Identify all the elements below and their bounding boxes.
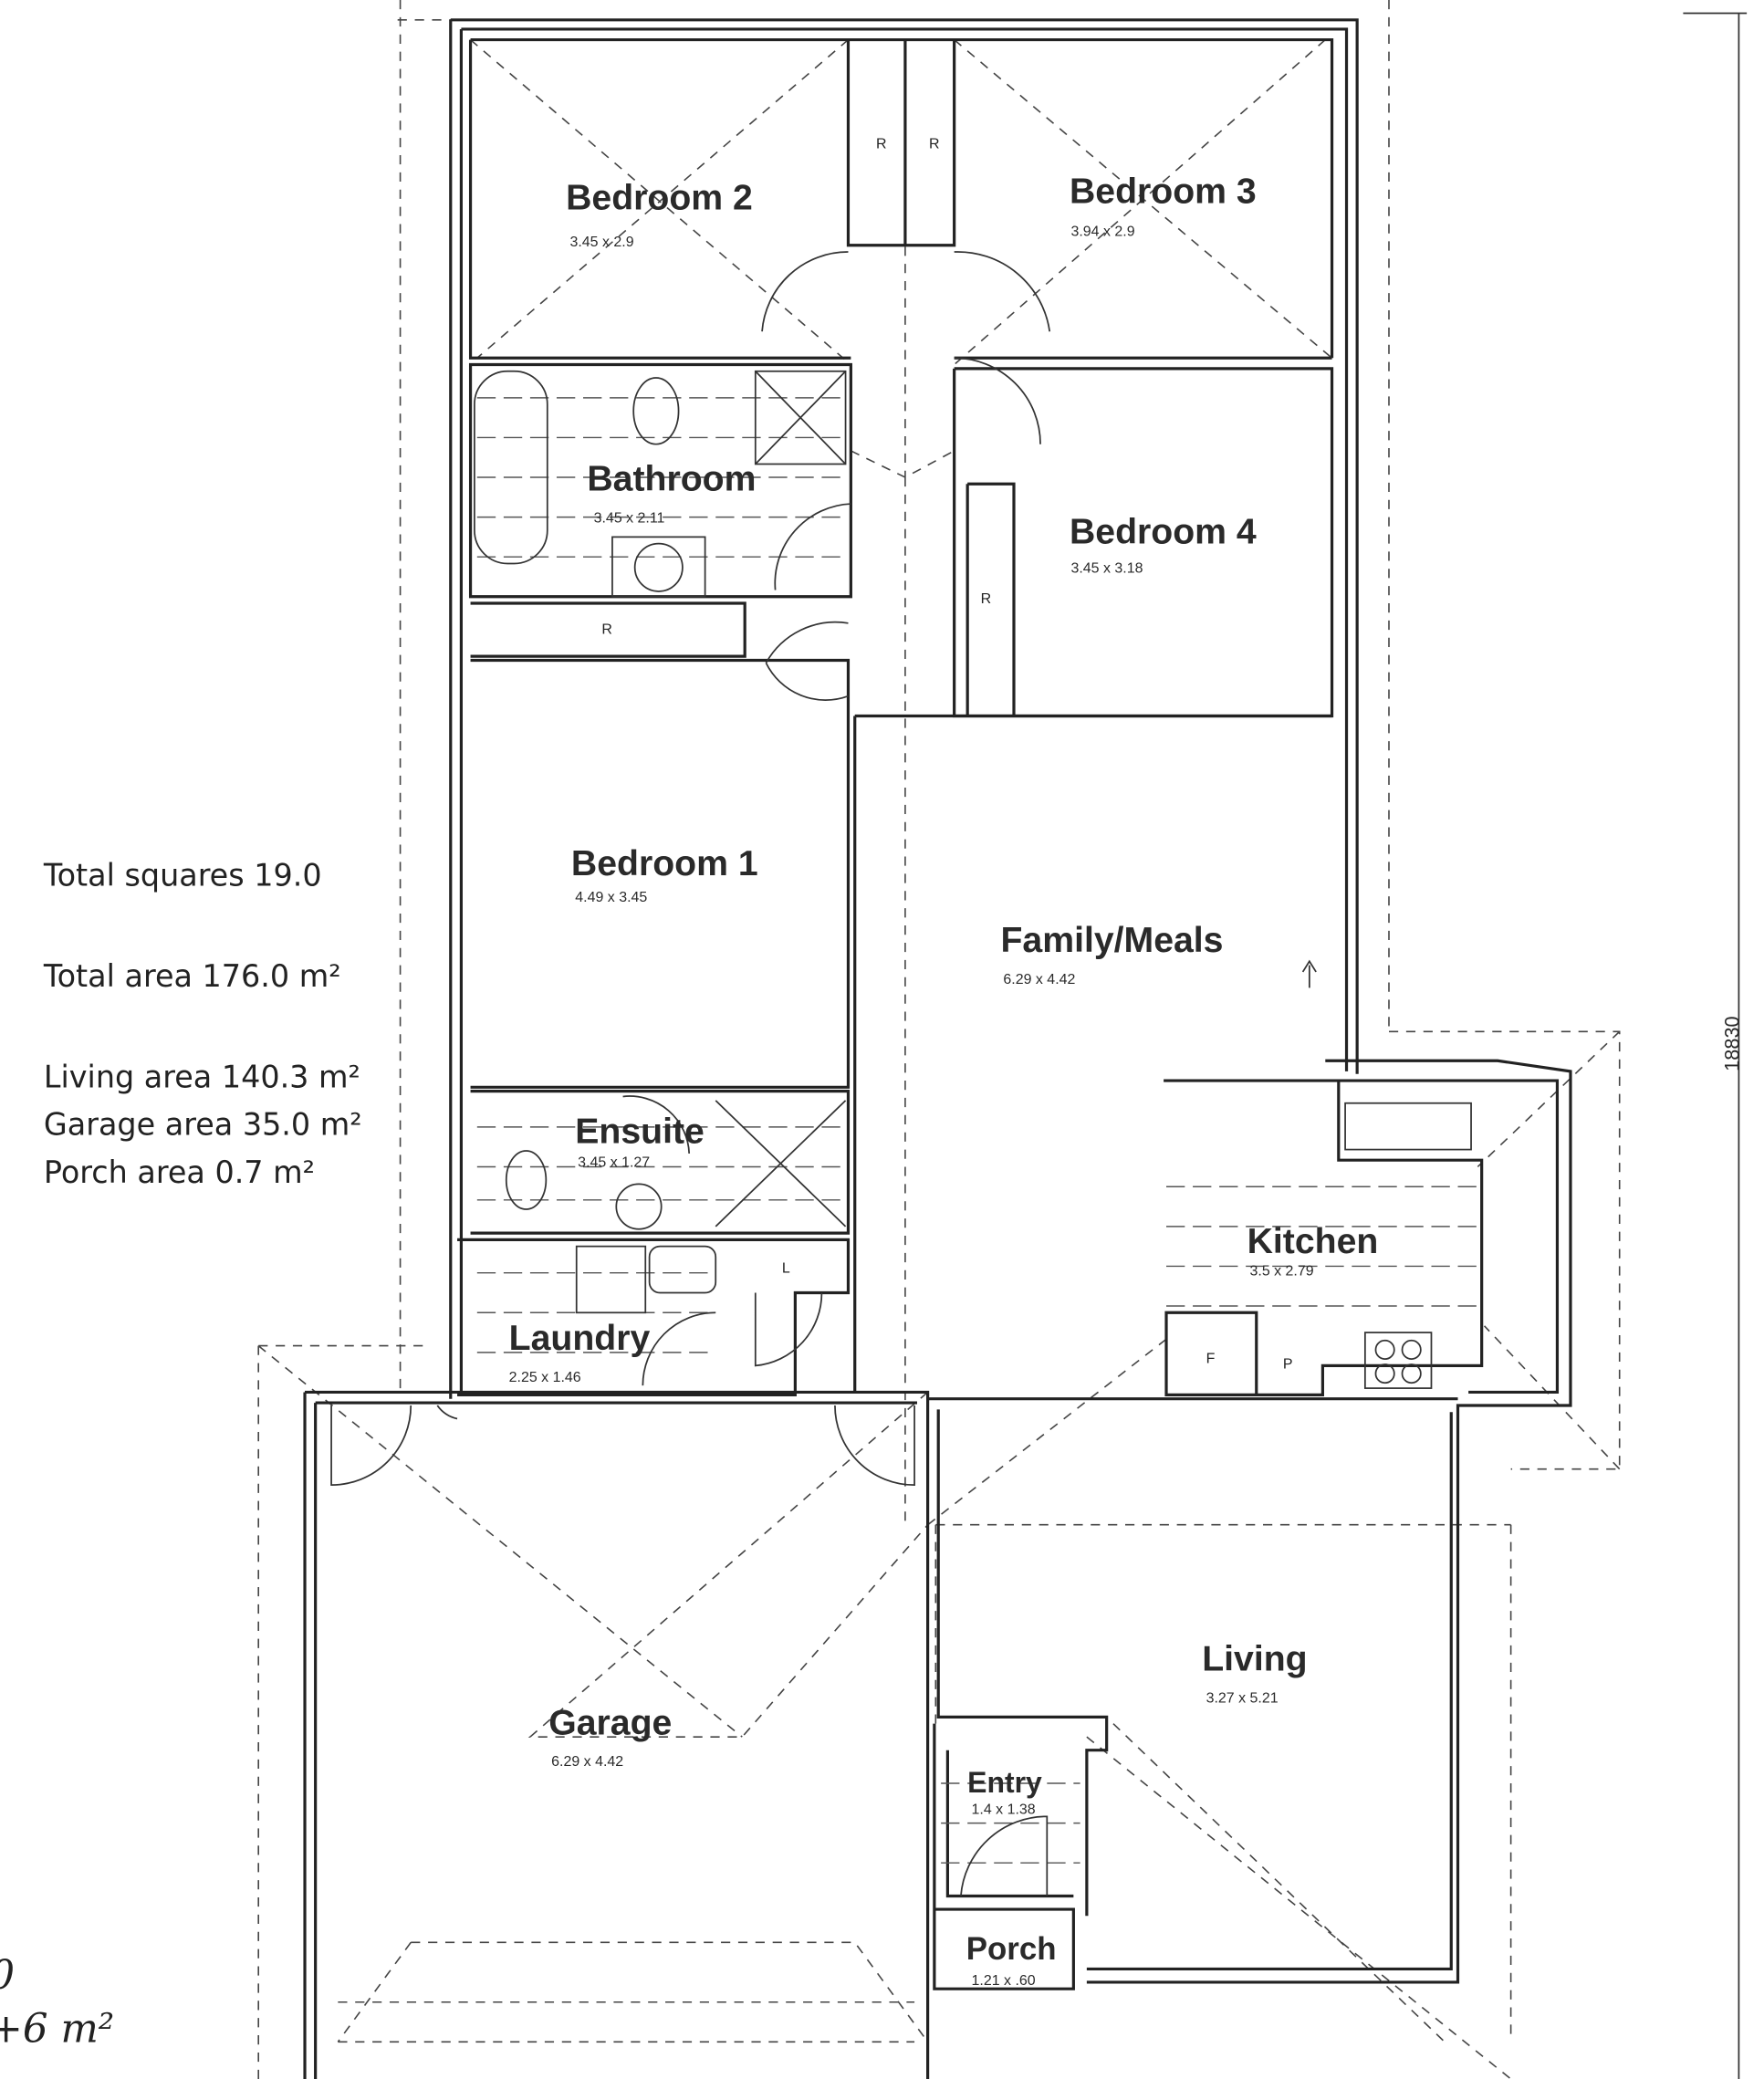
- room-name-bedroom-1: Bedroom 1: [571, 844, 758, 883]
- room-name-garage: Garage: [548, 1703, 672, 1742]
- room-size-family-meals: 6.29 x 4.42: [1003, 972, 1075, 987]
- fixtures: [330, 251, 1472, 1896]
- room-name-bedroom-4: Bedroom 4: [1070, 513, 1257, 552]
- robe-label: R: [601, 622, 612, 637]
- living-area: Living area 140.3 m²: [44, 1059, 360, 1094]
- sink-icon: [1344, 1102, 1472, 1151]
- bathtub-icon: [474, 370, 548, 565]
- robe-label: R: [981, 591, 992, 607]
- room-size-bedroom-2: 3.45 x 2.9: [569, 235, 633, 250]
- trough-icon: [648, 1245, 717, 1294]
- shower-icon: [754, 370, 847, 465]
- room-size-bedroom-4: 3.45 x 3.18: [1070, 561, 1143, 577]
- area-summary: Total squares 19.0 Total area 176.0 m² L…: [43, 857, 362, 1189]
- linen-label: L: [782, 1261, 790, 1277]
- walls: [303, 18, 1572, 2079]
- total-area: Total area 176.0 m²: [43, 958, 341, 994]
- cooktop-icon: [1363, 1332, 1433, 1389]
- garage-area: Garage area 35.0 m²: [44, 1107, 362, 1143]
- handwritten-note: 0 +6 m²: [0, 1953, 114, 2052]
- total-squares: Total squares 19.0: [43, 857, 322, 893]
- handwritten-line-2: +6 m²: [0, 2006, 114, 2052]
- room-size-living: 3.27 x 5.21: [1206, 1690, 1279, 1706]
- room-size-garage: 6.29 x 4.42: [551, 1754, 623, 1770]
- room-size-kitchen: 3.5 x 2.79: [1250, 1264, 1314, 1280]
- fridge-label: F: [1206, 1351, 1216, 1366]
- basin-icon: [633, 542, 684, 592]
- pantry-label: P: [1283, 1356, 1293, 1372]
- wet-area-tiles: [476, 397, 1482, 1864]
- room-name-bathroom: Bathroom: [587, 460, 756, 499]
- room-size-bedroom-1: 4.49 x 3.45: [575, 890, 647, 905]
- room-name-entry: Entry: [967, 1766, 1042, 1799]
- basin-icon: [615, 1183, 663, 1230]
- overall-dimension: 18830: [1683, 12, 1748, 2079]
- dimension-label: 18830: [1720, 1016, 1743, 1071]
- room-name-laundry: Laundry: [509, 1319, 651, 1358]
- room-size-ensuite: 3.45 x 1.27: [578, 1154, 650, 1170]
- room-size-bedroom-3: 3.94 x 2.9: [1070, 225, 1134, 240]
- toilet-icon: [632, 377, 680, 445]
- room-name-porch: Porch: [966, 1931, 1057, 1967]
- room-labels: Bedroom 2 3.45 x 2.9 Bedroom 3 3.94 x 2.…: [509, 172, 1379, 1989]
- room-name-family-meals: Family/Meals: [1000, 921, 1223, 960]
- washing-machine-icon: [575, 1245, 647, 1314]
- room-size-porch: 1.21 x .60: [972, 1973, 1036, 1989]
- room-name-ensuite: Ensuite: [575, 1112, 705, 1151]
- room-name-living: Living: [1202, 1640, 1307, 1679]
- room-name-kitchen: Kitchen: [1247, 1222, 1379, 1261]
- handwritten-line-1: 0: [0, 1953, 15, 1999]
- robe-label: R: [876, 137, 887, 152]
- room-size-laundry: 2.25 x 1.46: [509, 1370, 581, 1385]
- room-name-bedroom-3: Bedroom 3: [1070, 172, 1257, 211]
- room-name-bedroom-2: Bedroom 2: [566, 179, 753, 218]
- robe-label: R: [929, 137, 940, 152]
- porch-area: Porch area 0.7 m²: [44, 1154, 315, 1190]
- room-size-bathroom: 3.45 x 2.11: [594, 510, 665, 526]
- room-size-entry: 1.4 x 1.38: [972, 1802, 1036, 1817]
- toilet-icon: [505, 1150, 548, 1210]
